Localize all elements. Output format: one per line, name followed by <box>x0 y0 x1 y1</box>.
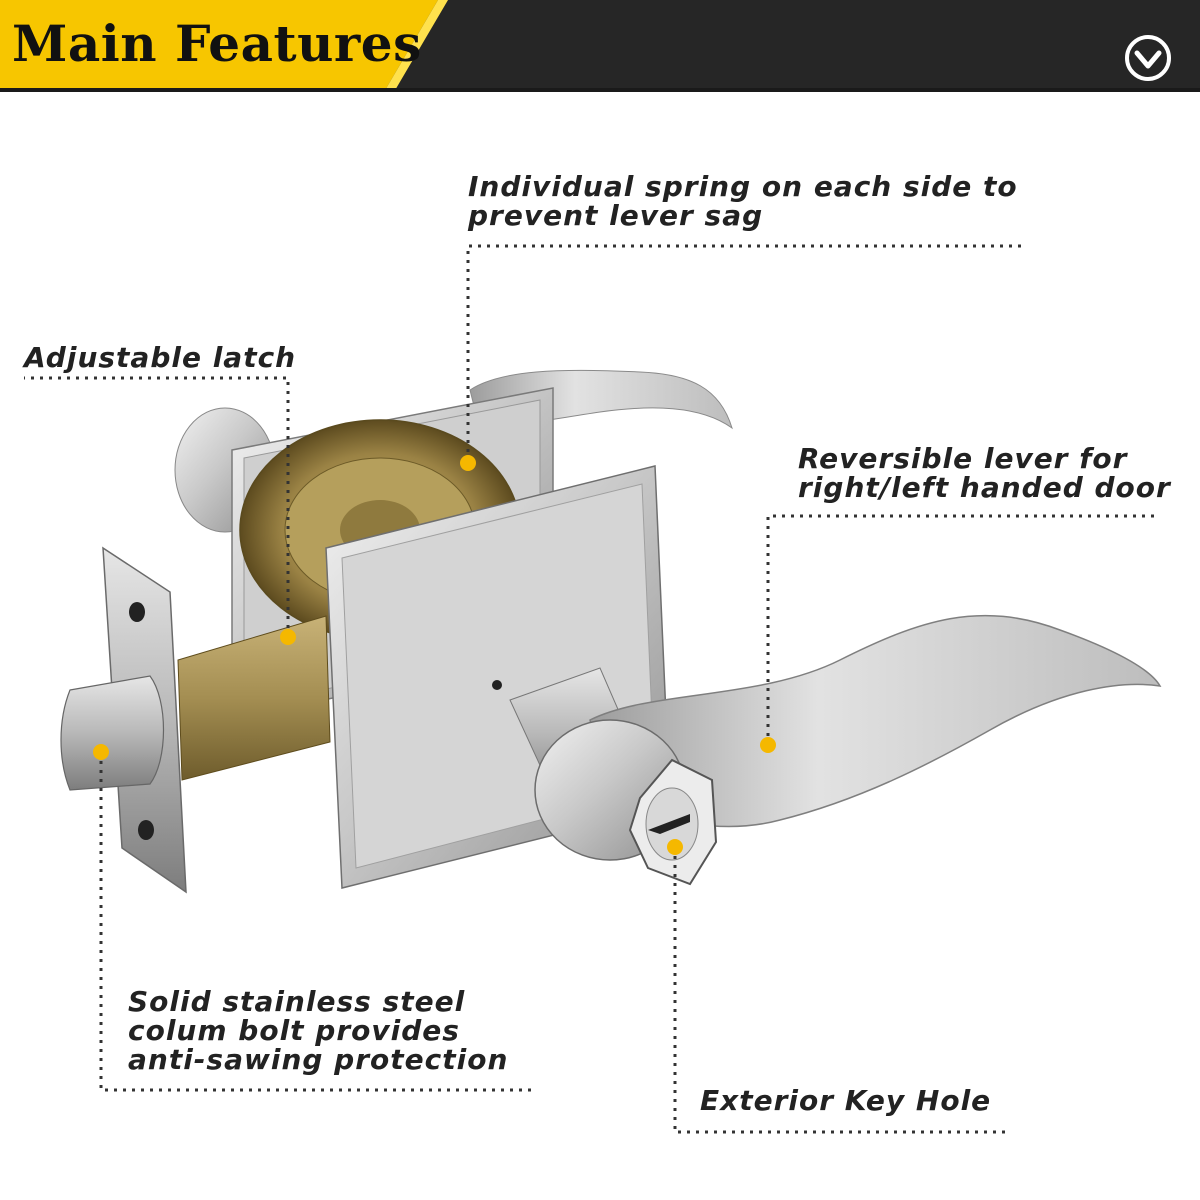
spring-caption-line1: Individual spring on each side to <box>468 170 1018 203</box>
bolt-caption-line3: anti-sawing protection <box>128 1043 509 1076</box>
header-title: Main Features <box>12 14 422 73</box>
reversible-caption-line2: right/left handed door <box>798 471 1171 504</box>
latch-caption: Adjustable latch <box>24 341 297 374</box>
bolt-caption-line1: Solid stainless steel <box>128 985 466 1018</box>
header-bar <box>0 0 1200 92</box>
reversible-caption-line1: Reversible lever for <box>798 442 1128 475</box>
chevron-down-circle-icon[interactable] <box>1122 32 1174 84</box>
bolt-caption-line2: colum bolt provides <box>128 1014 460 1047</box>
keyhole-caption: Exterior Key Hole <box>700 1084 992 1117</box>
spring-caption-line2: prevent lever sag <box>468 199 764 232</box>
